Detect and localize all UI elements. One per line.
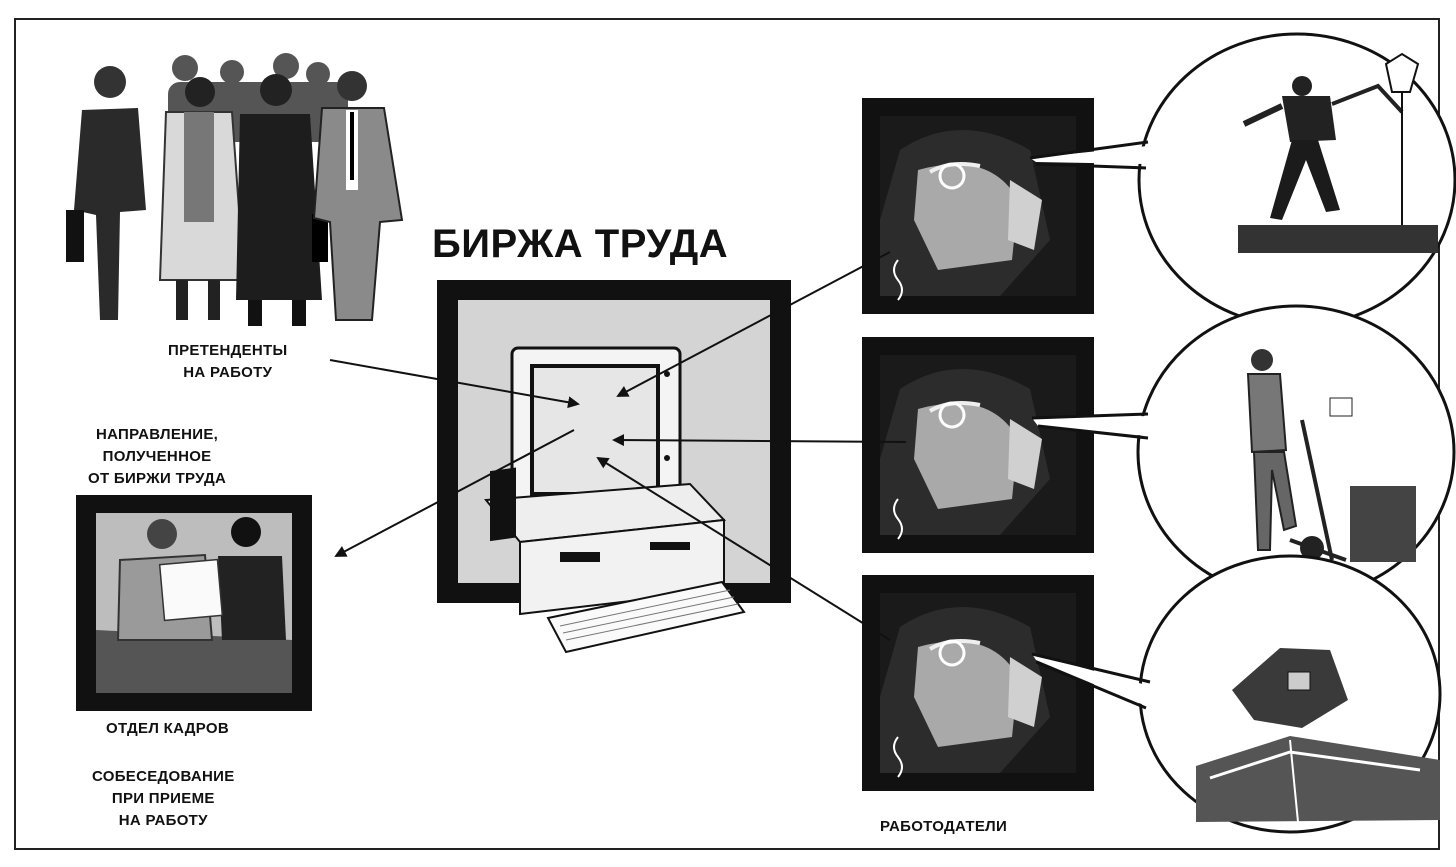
arrow-exchange-to-hr: [334, 429, 575, 557]
applicants-label: ПРЕТЕНДЕНТЫ НА РАБОТУ: [168, 342, 288, 381]
page-title: БИРЖА ТРУДА: [432, 222, 729, 266]
employer-illustration-1: [862, 98, 1094, 314]
arrow-employer2-to-exchange: [612, 434, 907, 447]
speech-bubble-worker-2: [1031, 304, 1456, 600]
computer-terminal-illustration: [437, 280, 791, 654]
arrow-applicants-to-exchange: [329, 359, 580, 409]
applicants-crowd-illustration: [66, 53, 404, 326]
hr-department-label: ОТДЕЛ КАДРОВ: [106, 720, 229, 737]
hr-department-illustration: [76, 495, 312, 711]
speech-bubble-worker-3: [1031, 554, 1442, 834]
flow-arrows: [329, 251, 907, 641]
employer-illustration-2: [862, 337, 1094, 553]
speech-bubble-worker-1: [1029, 32, 1456, 328]
arrow-employer3-to-exchange: [596, 456, 891, 641]
employers-label: РАБОТОДАТЕЛИ: [880, 818, 1008, 835]
arrow-employer1-to-exchange: [616, 251, 891, 397]
referral-label: НАПРАВЛЕНИЕ, ПОЛУЧЕННОЕ ОТ БИРЖИ ТРУДА: [88, 426, 227, 487]
interview-label: СОБЕСЕДОВАНИЕ ПРИ ПРИЕМЕ НА РАБОТУ: [92, 768, 235, 829]
employer-illustration-3: [862, 575, 1094, 791]
